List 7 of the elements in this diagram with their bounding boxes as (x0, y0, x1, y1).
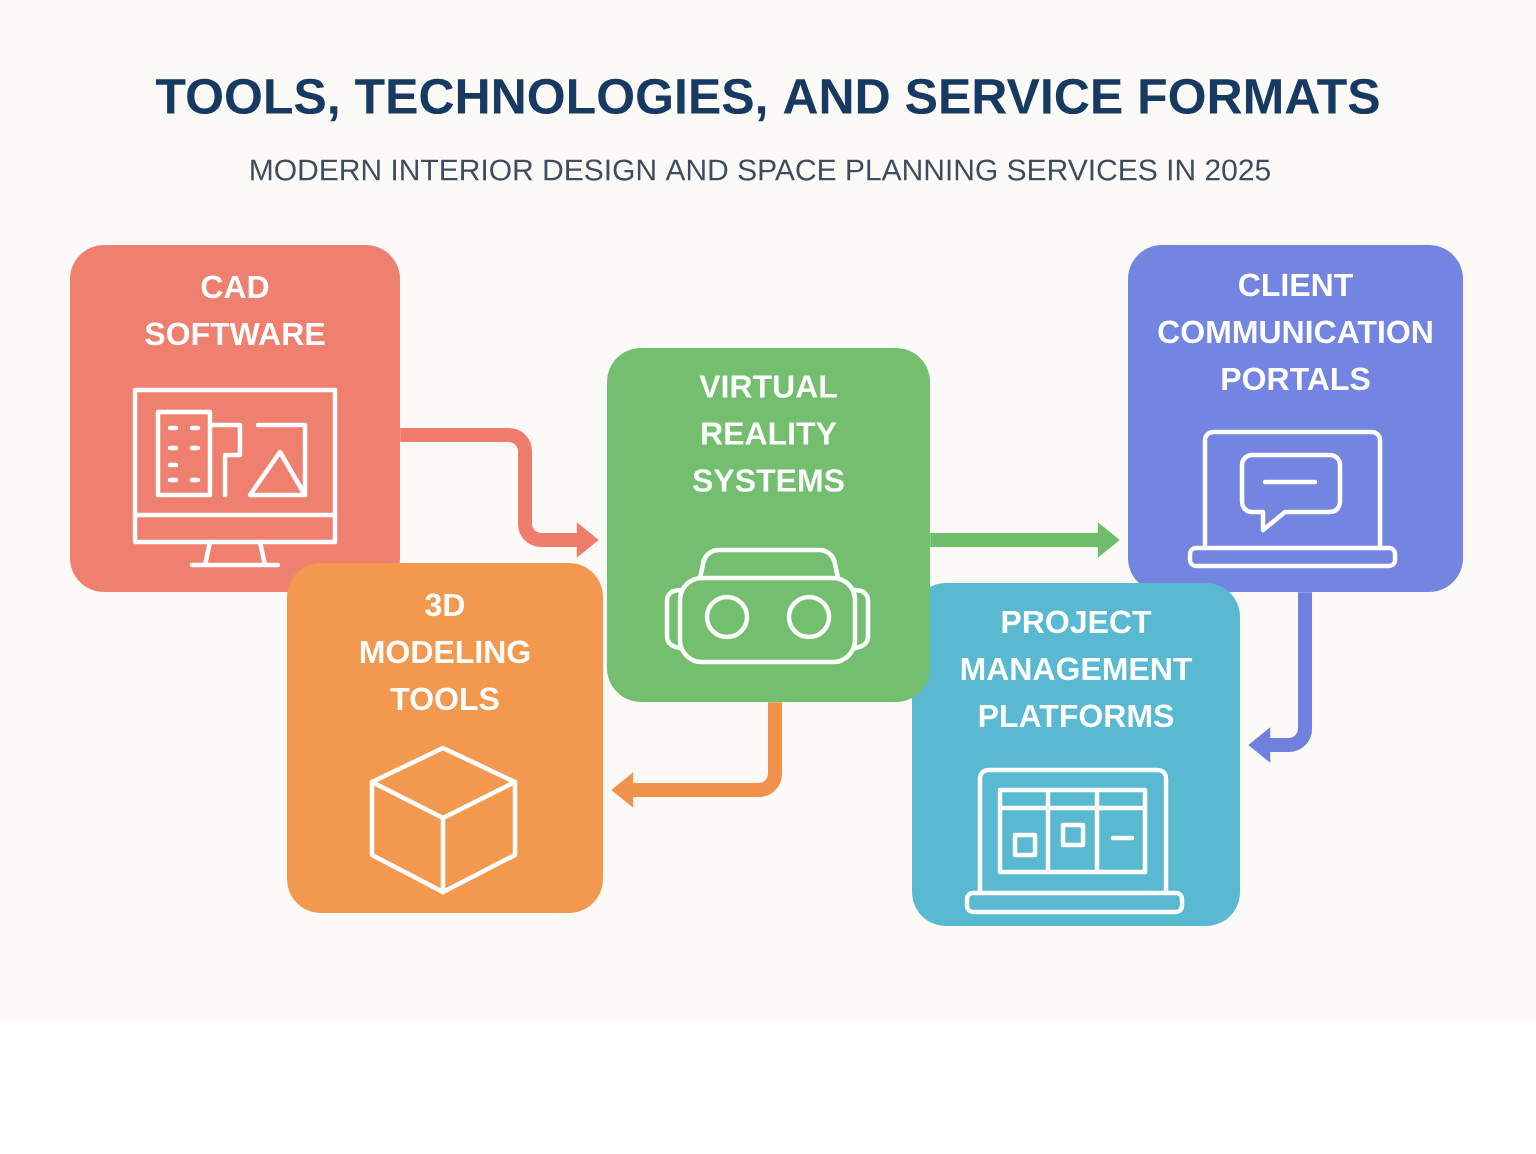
tool-box: PROJECT MANAGEMENT PLATFORMS (912, 583, 1240, 926)
title: TOOLS, TECHNOLOGIES, AND SERVICE FORMATS (156, 78, 1379, 122)
subtitle: MODERN INTERIOR DESIGN AND SPACE PLANNING SERVICES IN 2025 (251, 159, 1270, 181)
tool-box: VIRTUAL REALITY SYSTEMS (607, 348, 930, 702)
tool-box: CAD SOFTWARE (70, 245, 400, 592)
tool-box: 3D MODELING TOOLS (287, 563, 603, 913)
tool-box: CLIENT COMMUNICATION PORTALS (1128, 245, 1463, 592)
